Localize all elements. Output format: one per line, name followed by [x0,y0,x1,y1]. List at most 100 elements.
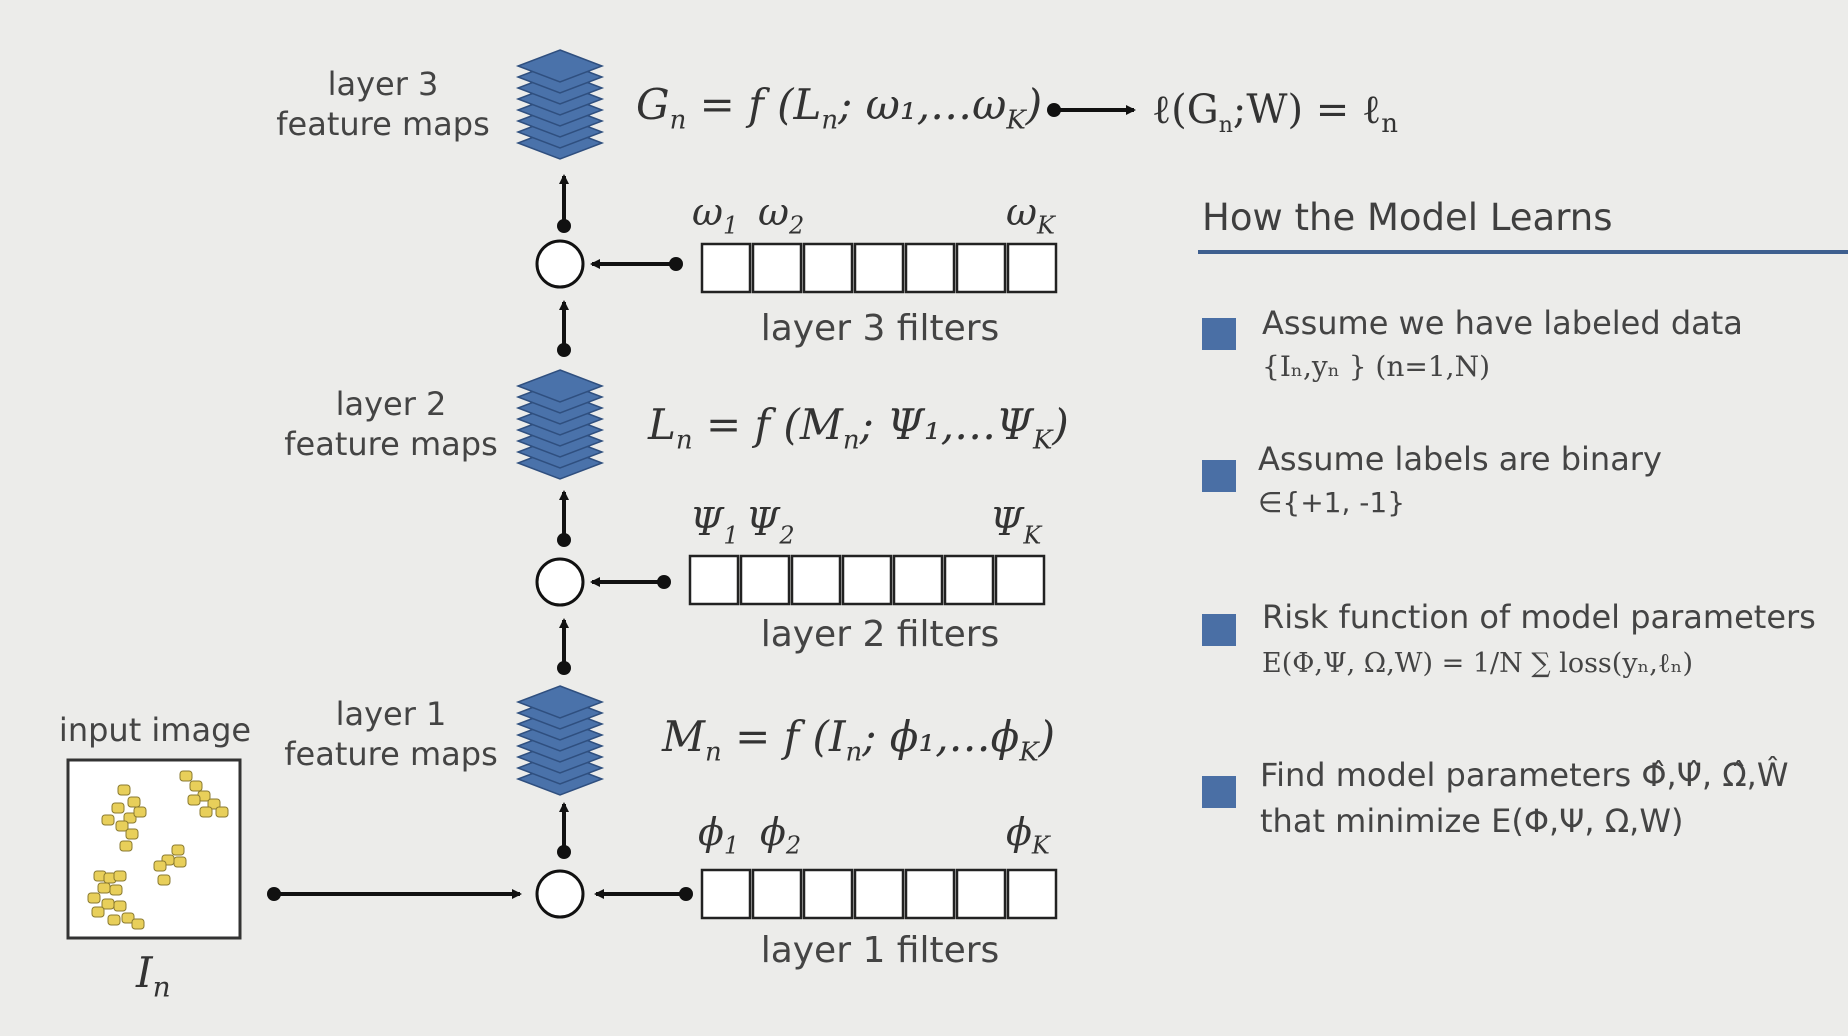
input-blob [109,884,123,896]
bullet-square-icon [1202,614,1236,646]
filter-cell [802,242,854,294]
filters3-first-weight: ω1 [692,190,738,240]
filters1-to-node1-arrow [594,887,693,901]
f2-second-sub: 2 [779,521,795,550]
layer3-label-line1: layer 3 [327,65,439,103]
filter-cell [943,554,995,606]
output-to-loss-arrow [1047,103,1136,117]
bullet-square-icon [1202,318,1236,350]
filter-cell [739,554,791,606]
layer3-equation: Gn = f (Ln; ω₁,…ωK) [636,80,1042,135]
bullet-text: Find model parameters Φ̂,Ψ̂, Ω̂,Ŵ [1260,756,1789,794]
eq2-rhs-sub: n [842,425,860,456]
eq2-args: ; Ψ₁,…Ψ [859,400,1033,449]
f1-first: ϕ [698,810,724,854]
input-blob [199,806,213,818]
node3-to-stack3-arrow [557,174,571,233]
input-blob [215,806,229,818]
eq3-lhs-sub: n [669,105,687,136]
filters2-first-weight: Ψ1 [690,500,739,550]
input-blob [187,794,201,806]
eq2-args-sub: K [1032,425,1053,456]
filter-cell [751,242,803,294]
filter-cell [1006,868,1058,920]
loss-end-sub: n [1381,109,1398,139]
eq3-args-sub: K [1006,105,1026,136]
filters1-second-weight: ϕ2 [760,810,801,860]
input-blob [133,806,147,818]
layer1-label-line2: feature maps [284,735,498,773]
f1-second: ϕ [760,810,786,854]
arrow-tail-dot [557,661,571,675]
feature-map-sheet [515,49,605,83]
input-blob [117,784,131,796]
filter-cell [802,868,854,920]
input-blob [123,812,137,824]
layer2-label-line1: layer 2 [335,385,447,423]
f2-first: Ψ [690,500,724,544]
loss-sub: n [1218,113,1233,138]
bullet-square-icon [1202,776,1236,808]
filter-cell [688,554,740,606]
feature-map-sheet [515,685,605,719]
layer1-equation: Mn = f (In; ϕ₁,…ϕK) [662,712,1055,767]
bullet-subtext: {Iₙ,yₙ } (n=1,N) [1262,350,1490,383]
input-image-label: input image [58,711,252,749]
filter-cell [955,242,1007,294]
filter-cell [790,554,842,606]
layer3-feature-map-stack [515,49,605,160]
input-blob [113,900,127,912]
layer1-filter-bank [700,868,1058,920]
input-blob [107,914,121,926]
input-blob [101,898,115,910]
stack1-to-node2-arrow [557,618,571,675]
f3-first: ω [692,190,723,234]
arrow-tail-dot [557,343,571,357]
loss-pre: ℓ(G [1152,87,1219,133]
input-blob [101,814,115,826]
eq3-args: ; ω₁,…ω [838,80,1007,129]
filter-cell [904,868,956,920]
input-blob [153,860,167,872]
layer3-feature-maps-label: layer 3 feature maps [268,64,498,144]
filters2-last-weight: ΨK [990,500,1041,550]
filter-cell [700,242,752,294]
eq1-args: ; ϕ₁,…ϕ [862,712,1020,761]
input-blob [87,892,101,904]
arrow-tail-dot [1047,103,1061,117]
eq1-lhs-sub: n [705,737,722,768]
input-blob [119,840,133,852]
input-blob [127,796,141,808]
input-blob [97,882,111,894]
panel-title-rule [1198,250,1848,254]
filters3-second-weight: ω2 [758,190,804,240]
arrow-tail-dot [557,533,571,547]
f3-last-sub: K [1037,211,1055,240]
eq3-rhs-sub: n [821,105,839,136]
stack2-to-node3-arrow [557,300,571,357]
filter-cell [841,554,893,606]
f2-first-sub: 1 [723,521,739,550]
f2-last: Ψ [990,500,1024,544]
bullet-text: Risk function of model parameters [1262,598,1816,636]
panel-title: How the Model Learns [1202,196,1613,239]
f2-second: Ψ [746,500,780,544]
bullet-subtext: that minimize E(Φ,Ψ, Ω,W) [1260,802,1684,840]
layer1-feature-map-stack [515,685,605,796]
input-blob [171,844,185,856]
f3-last: ω [1006,190,1037,234]
input-blob [207,798,221,810]
filter-cell [853,868,905,920]
eq3-rhs: = f (L [686,80,822,129]
input-symbol-sub: n [152,970,171,1004]
filter-cell [751,868,803,920]
arrow-tail-dot [557,219,571,233]
input-blob [131,918,145,930]
input-image-thumbnail [66,758,242,940]
arrow-tail-dot [669,257,683,271]
filters1-first-weight: ϕ1 [698,810,739,860]
bullet-subtext: ∈{+1, -1} [1258,486,1406,519]
eq2-lhs-sub: n [675,425,693,456]
eq2-rhs: = f (M [692,400,843,449]
